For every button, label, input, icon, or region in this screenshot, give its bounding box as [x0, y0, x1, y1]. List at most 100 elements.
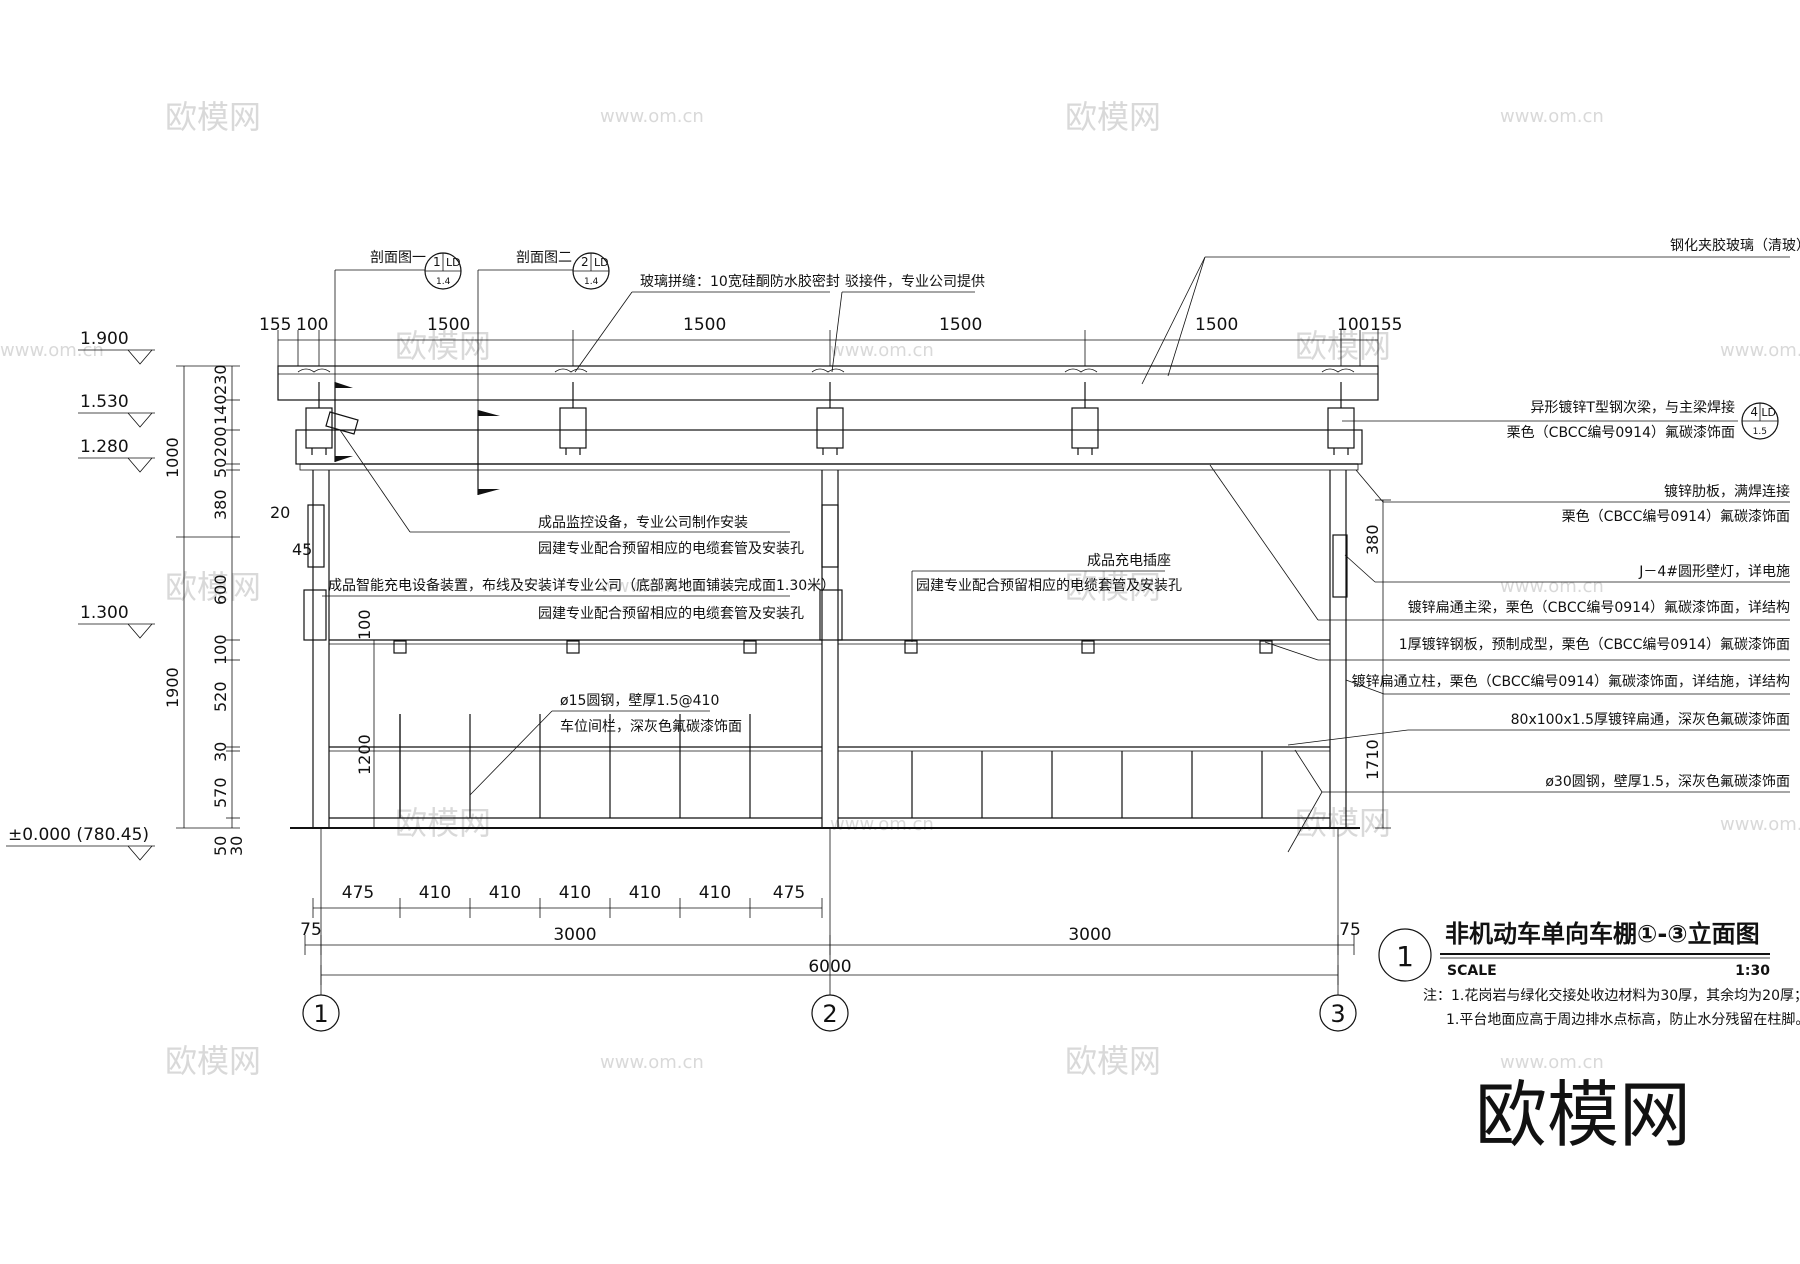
grid-axis-label: 1: [313, 1000, 328, 1028]
callout-right: 镀锌肋板，满焊连接: [1664, 483, 1790, 500]
watermark-url-layer: www.om.cn www.om.cn www.om.cn www.om.cn …: [0, 106, 1800, 1073]
section-ref-1: 剖面图一 1 LD 1.4: [334, 250, 462, 382]
dim-left-inner: 140: [211, 394, 230, 425]
watermark-brand: 欧模网: [395, 804, 491, 842]
callout-right: 镀锌扁通主梁，栗色（CBCC编号0914）氟碳漆饰面，详结构: [1408, 599, 1790, 616]
bottom-dimensions: 475 410 410 410 410 410 475 75 3000 3000…: [300, 883, 1361, 985]
dim-rail: 410: [699, 883, 731, 903]
dim-right: 380: [1363, 524, 1382, 555]
elevation-marks: 1.900 1.530 1.280 1.300 ±0.000 (780.45): [6, 329, 155, 861]
dim-left-inner: 380: [211, 489, 230, 520]
dim-left-inner: 520: [211, 681, 230, 712]
charging-sockets: [393, 640, 1273, 654]
wall-lamp: [1332, 534, 1348, 598]
section-ref-code: LD: [446, 256, 461, 269]
dim-top: 1500: [939, 315, 982, 335]
callout-right: 镀锌扁通立柱，栗色（CBCC编号0914）氟碳漆饰面，详结施，详结构: [1352, 673, 1790, 690]
dim-left-inner: 50: [211, 458, 230, 478]
dim-bay: 3000: [553, 925, 596, 945]
camera-icon: [325, 411, 359, 435]
callout-rail-note: 车位间栏，深灰色氟碳漆饰面: [560, 718, 742, 735]
dim-rail: 475: [342, 883, 374, 903]
dim-rail: 410: [629, 883, 661, 903]
note-1: 注：1.花岗岩与绿化交接处收边材料为30厚，其余均为20厚；: [1423, 987, 1800, 1004]
callout-socket-note: 园建专业配合预留相应的电缆套管及安装孔: [916, 577, 1182, 594]
watermark-brand: 欧模网: [1065, 568, 1161, 606]
dim-bay: 3000: [1068, 925, 1111, 945]
drawing-number-bubble: [1378, 928, 1432, 982]
dim-left-inner: 50: [211, 836, 230, 856]
watermark-brand: 欧模网: [165, 98, 261, 136]
callout-right: 异形镀锌T型钢次梁，与主梁焊接: [1530, 399, 1735, 416]
dim-top: 155: [1370, 315, 1402, 335]
section-cut-1: [334, 382, 353, 462]
callout-rail: ø15圆钢，壁厚1.5@410: [560, 693, 719, 709]
drawing-title: 非机动车单向车棚①-③立面图: [1445, 920, 1760, 948]
dim-left-outer: 1900: [163, 667, 182, 708]
watermark-brand: 欧模网: [1295, 804, 1391, 842]
watermark-brand: 欧模网: [165, 568, 261, 606]
main-beam: [295, 429, 1363, 465]
column-center: [819, 470, 843, 828]
watermark-url: www.om.cn: [1500, 1052, 1604, 1073]
watermark-url: www.om.cn: [1720, 340, 1800, 361]
t-beam-hangers: [305, 382, 1355, 455]
dim-rail: 410: [419, 883, 451, 903]
callout-right: 1厚镀锌钢板，预制成型，栗色（CBCC编号0914）氟碳漆饰面: [1399, 636, 1790, 653]
right-callouts: 异形镀锌T型钢次梁，与主梁焊接 栗色（CBCC编号0914）氟碳漆饰面 4 LD…: [1209, 399, 1790, 853]
dim-left-inner: 600: [211, 574, 230, 605]
glass-connectors: [297, 368, 1355, 373]
section-cut-2: [477, 410, 500, 495]
callout-right: ø30圆钢，壁厚1.5，深灰色氟碳漆饰面: [1545, 773, 1790, 790]
dim-bay: 75: [1339, 920, 1361, 940]
grid-axes: 1 2 3: [302, 828, 1357, 1032]
top-callouts: 玻璃拼缝：10宽硅酮防水胶密封 驳接件，专业公司提供 钢化夹胶玻璃（清玻）: [574, 237, 1800, 385]
dim-left-outer: 1000: [163, 437, 182, 478]
dim-left-inner: 30: [211, 742, 230, 762]
watermark-url: www.om.cn: [830, 340, 934, 361]
watermark-url: www.om.cn: [830, 814, 934, 835]
watermark-url: www.om.cn: [1720, 814, 1800, 835]
detail-ref-num: 4: [1750, 405, 1758, 419]
dim-small: 1200: [355, 734, 374, 775]
dim-left-inner: 570: [211, 777, 230, 808]
dim-left-inner: 100: [211, 634, 230, 665]
dim-small: 100: [355, 609, 374, 640]
callout-socket: 成品充电插座: [1087, 553, 1171, 569]
left-dimensions: 1000 1900 230 140 200 50 380 600 100 520…: [163, 364, 375, 856]
dim-top: 100: [296, 315, 328, 335]
watermark-url: www.om.cn: [600, 106, 704, 127]
elevation-value: 1.280: [80, 437, 129, 457]
dim-top: 1500: [427, 315, 470, 335]
section-ref-label: 剖面图二: [516, 250, 572, 266]
right-dimensions: 380 1710: [1363, 499, 1391, 829]
grid-axis-label: 2: [822, 1000, 837, 1028]
callout-charger-note: 园建专业配合预留相应的电缆套管及安装孔: [538, 605, 804, 622]
column-left: [303, 470, 330, 828]
detail-ref-sheet: 1.5: [1753, 427, 1767, 437]
callout-right: 栗色（CBCC编号0914）氟碳漆饰面: [1562, 508, 1790, 525]
watermark-brand: 欧模网: [165, 1042, 261, 1080]
section-ref-num: 2: [581, 255, 589, 269]
drawing-number: 1: [1396, 940, 1414, 973]
scale-label: SCALE: [1447, 963, 1497, 979]
beam-bottom-plate: [299, 463, 1359, 471]
dim-rail: 475: [773, 883, 805, 903]
section-ref-2: 剖面图二 2 LD 1.4: [477, 250, 610, 410]
title-block: 1 非机动车单向车棚①-③立面图 SCALE 1:30 注：1.花岗岩与绿化交接…: [1378, 920, 1800, 1028]
dim-rail: 410: [559, 883, 591, 903]
callout-laminated-glass: 钢化夹胶玻璃（清玻）: [1670, 237, 1800, 254]
dim-left-inner: 30: [227, 836, 246, 856]
rail-bars-right: [911, 751, 1263, 818]
grid-axis-bubble: [1319, 994, 1357, 1032]
callout-camera: 成品监控设备，专业公司制作安装: [538, 514, 748, 531]
elevation-value: 1.530: [80, 392, 129, 412]
dim-small: 20: [270, 503, 290, 522]
glass-roof: [277, 365, 1379, 401]
callout-right: 栗色（CBCC编号0914）氟碳漆饰面: [1507, 424, 1735, 441]
scale-value: 1:30: [1735, 963, 1770, 979]
dim-right: 1710: [1363, 739, 1382, 780]
callout-right: J－4#圆形壁灯，详电施: [1638, 564, 1790, 580]
dim-left-inner: 200: [211, 426, 230, 457]
